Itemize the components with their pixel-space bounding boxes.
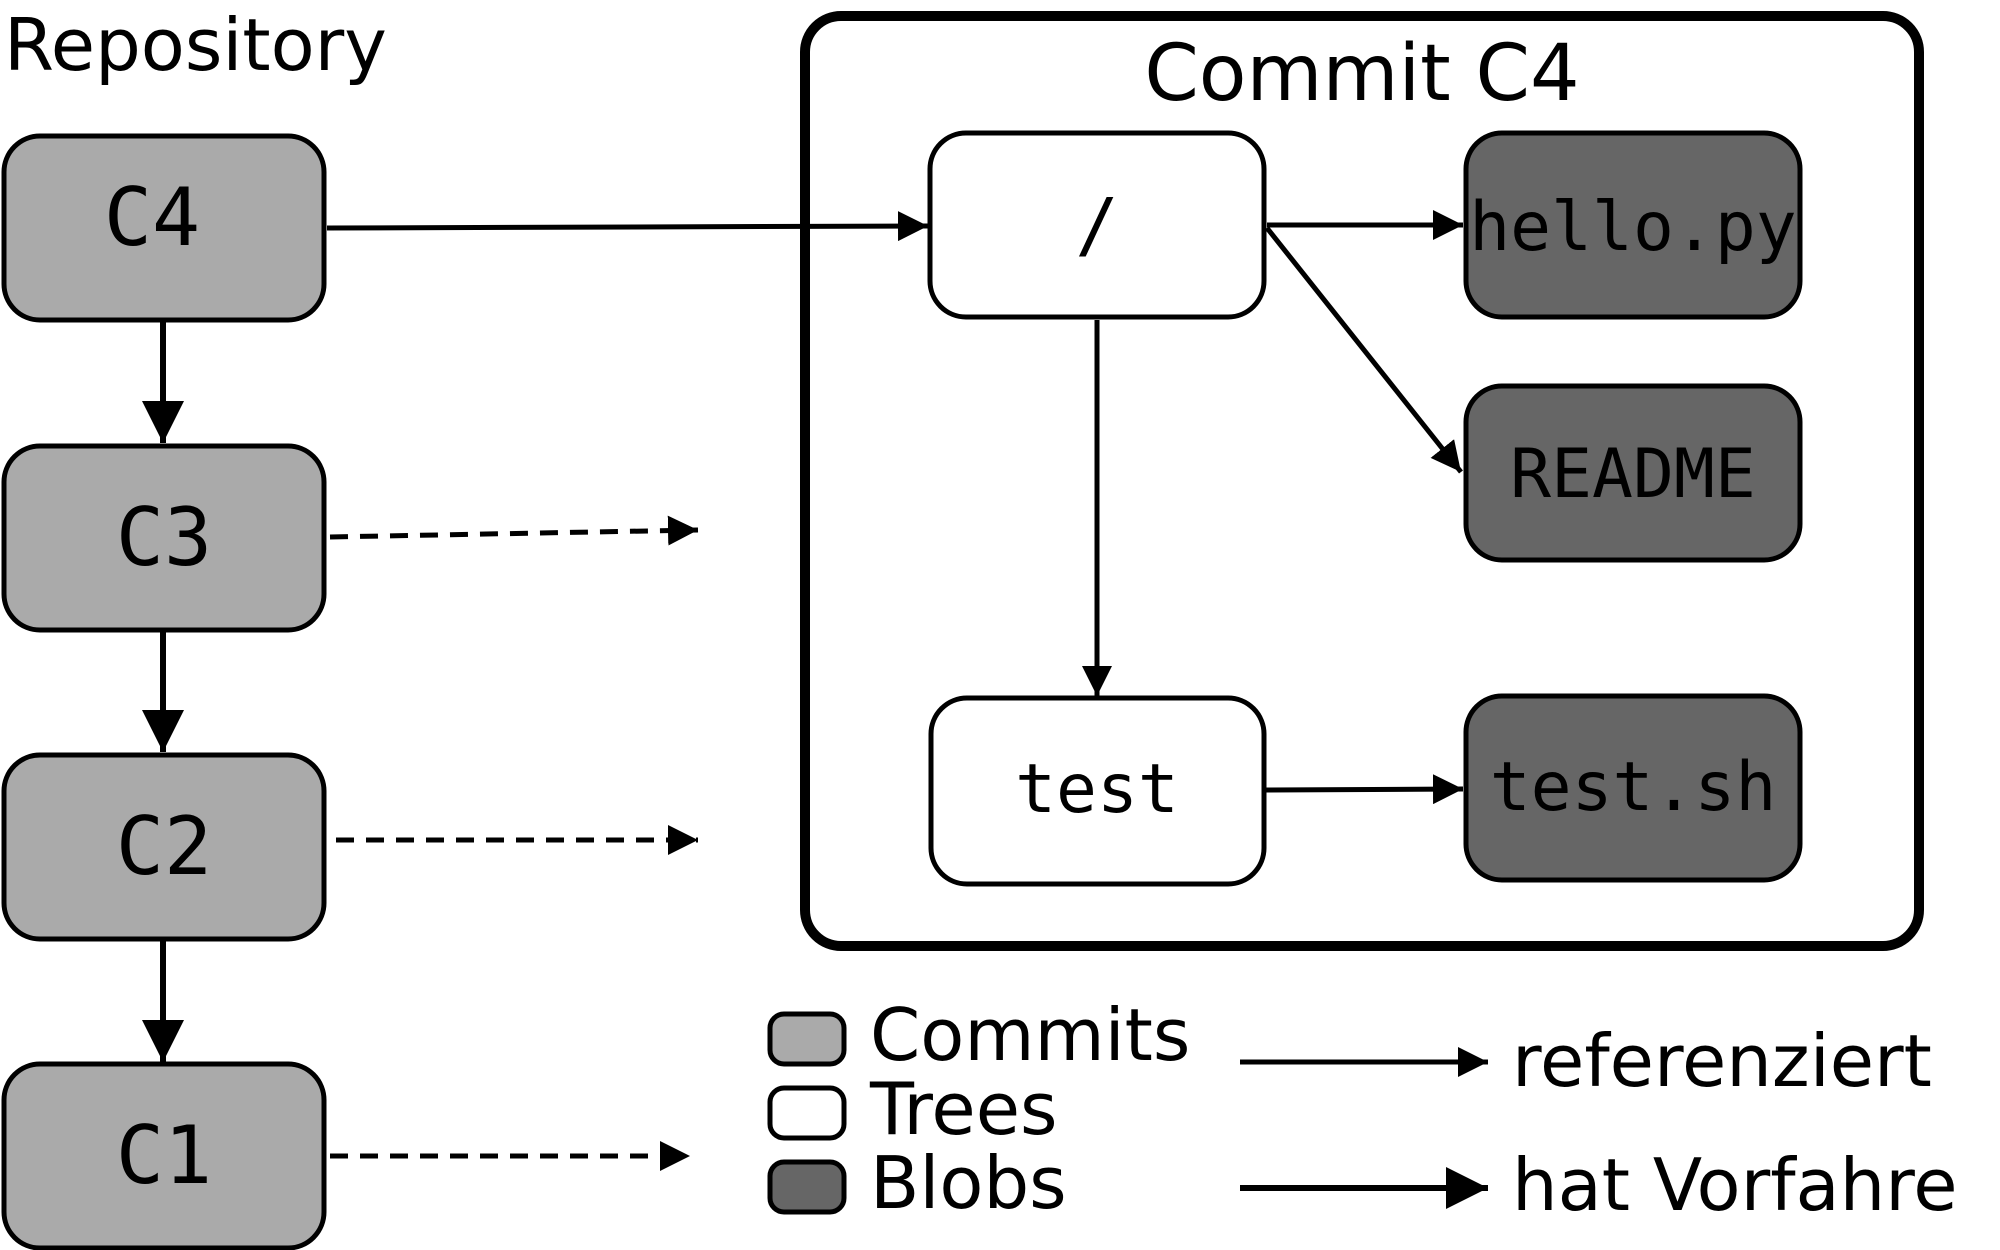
commit-node-c3: C3	[1, 443, 327, 633]
commit-node-c2: C2	[1, 752, 327, 942]
blob-label: README	[1510, 435, 1756, 514]
blob-label: hello.py	[1469, 188, 1797, 267]
legend-swatch-trees	[767, 1085, 847, 1141]
tree-label: /	[1075, 183, 1118, 267]
blob-node-readme: README	[1463, 383, 1803, 563]
legend-label-commits: Commits	[870, 993, 1190, 1077]
legend-swatch-blobs	[767, 1159, 847, 1215]
legend-label-blobs: Blobs	[870, 1141, 1067, 1225]
legend: Commits Trees Blobs referenziert hat Vor…	[767, 993, 1958, 1227]
legend-label-trees: Trees	[869, 1067, 1058, 1151]
legend-label-has-ancestor: hat Vorfahre	[1512, 1143, 1958, 1227]
dashed-reference-c3	[329, 515, 699, 546]
reference-arrow-c4-root	[326, 211, 929, 242]
legend-swatch-commits	[767, 1011, 847, 1067]
legend-label-references: referenziert	[1512, 1019, 1932, 1103]
blob-node-test-sh: test.sh	[1463, 693, 1803, 883]
tree-label: test	[1015, 750, 1179, 829]
commit-panel-title: Commit C4	[1144, 29, 1579, 119]
commit-label: C4	[104, 171, 200, 264]
commit-label: C2	[116, 800, 212, 893]
commit-panel-frame	[800, 11, 1924, 951]
blob-node-hello-py: hello.py	[1463, 130, 1803, 320]
tree-node-test: test	[928, 695, 1267, 887]
reference-arrow-test-testsh	[1264, 774, 1464, 805]
commit-node-c4: C4	[1, 133, 327, 323]
commit-node-c1: C1	[1, 1061, 327, 1250]
commit-label: C3	[116, 491, 212, 584]
reference-arrow-root-readme	[1265, 226, 1463, 474]
repository-title: Repository	[4, 3, 387, 87]
blob-label: test.sh	[1490, 748, 1777, 827]
tree-node-root: /	[927, 130, 1267, 320]
commit-label: C1	[116, 1109, 212, 1202]
